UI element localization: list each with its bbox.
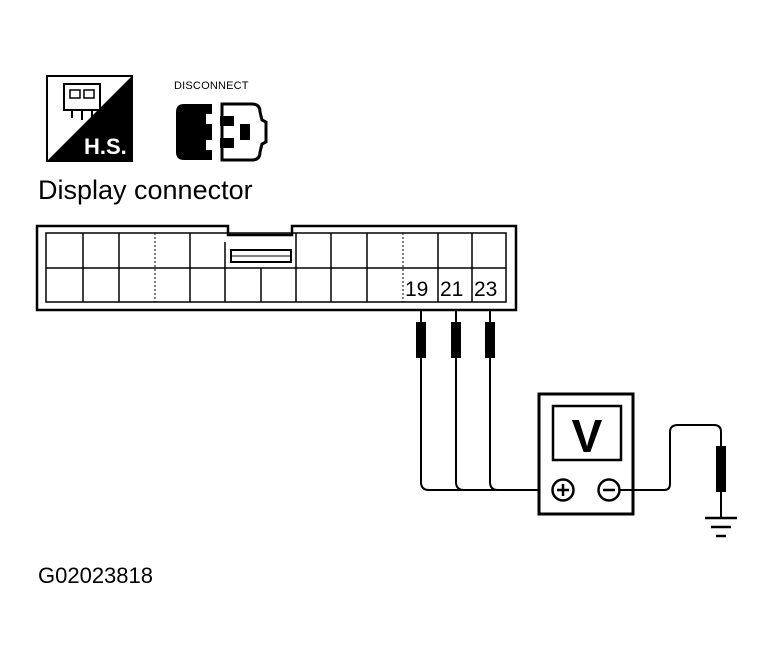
hs-icon-label: H.S.	[84, 134, 127, 159]
pin-23-label: 23	[474, 278, 497, 301]
disconnect-label: DISCONNECT	[174, 80, 249, 92]
ground-probe	[716, 446, 726, 492]
meter-symbol: V	[572, 410, 603, 462]
probe-pin-19	[416, 310, 430, 491]
figure-code: G02023818	[38, 563, 153, 588]
probe-pin-23	[485, 310, 499, 491]
connector-title: Display connector	[38, 175, 253, 205]
probe-pin-21	[451, 310, 465, 491]
disconnect-connector-icon	[176, 102, 268, 162]
ground-icon	[705, 516, 737, 538]
display-connector: 19 21 23	[35, 224, 518, 312]
pin-19-label: 19	[405, 278, 428, 301]
harness-side-icon: H.S.	[46, 75, 133, 162]
voltmeter-icon: V	[537, 392, 635, 516]
negative-lead	[620, 424, 722, 491]
pin-21-label: 21	[440, 278, 463, 301]
